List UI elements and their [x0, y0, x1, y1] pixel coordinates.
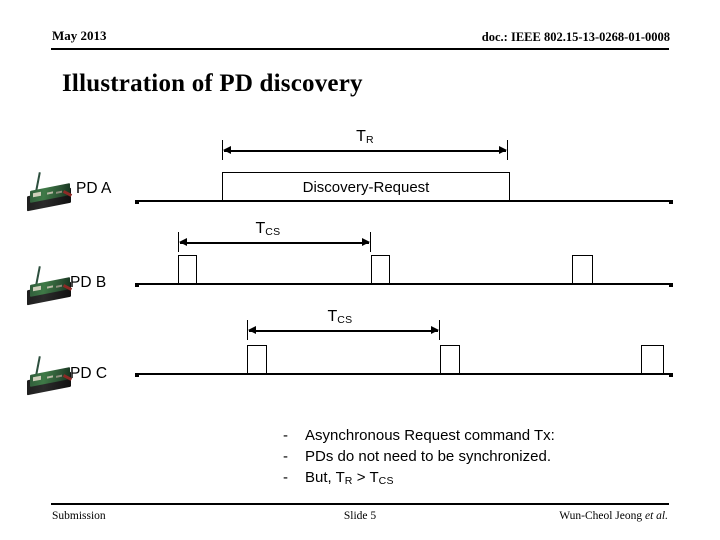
pd-b-timeline	[135, 282, 673, 287]
bullet-text-pre: But, T	[305, 469, 345, 486]
tcs-measure-label-b: TCS	[256, 220, 281, 238]
bullet-dash: -	[283, 448, 288, 465]
tcs-measure-arrow-c	[247, 320, 440, 340]
pd-b-pulse-1	[178, 255, 197, 284]
tr-measure-label: TR	[356, 128, 374, 146]
tcs-measure-arrow-b	[178, 232, 371, 252]
page-title: Illustration of PD discovery	[62, 70, 363, 97]
bullet-item-2: - PDs do not need to be synchronized.	[283, 446, 555, 467]
tcs-measure-label-c: TCS	[328, 308, 353, 326]
footer-submission: Submission	[52, 510, 106, 522]
pd-b-pulse-3	[572, 255, 593, 284]
footer-slide-number: Slide 5	[343, 510, 377, 522]
pd-a-timeline	[135, 199, 673, 204]
footer-author-etal: et al.	[645, 510, 668, 522]
tcs-measure-symbol: T	[327, 308, 338, 325]
tick-left	[178, 232, 179, 252]
bullet-item-3: - But, TR > TCS	[283, 467, 555, 490]
arrow-head-right-icon	[499, 146, 507, 154]
arrow-line	[224, 150, 506, 152]
bullet-dash: -	[283, 427, 288, 444]
arrow-head-left-icon	[179, 238, 187, 246]
tick-left	[222, 140, 223, 160]
tick-right	[507, 140, 508, 160]
discovery-request-box: Discovery-Request	[222, 172, 510, 202]
bullet-item-1: - Asynchronous Request command Tx:	[283, 425, 555, 446]
tcs-measure-subscript: CS	[265, 226, 281, 238]
tr-measure-symbol: T	[356, 128, 366, 145]
bullet-list: - Asynchronous Request command Tx: - PDs…	[283, 425, 555, 490]
bullet-text: Asynchronous Request command Tx:	[305, 427, 555, 444]
pd-a-label: PD A	[76, 180, 112, 197]
bullet-sub-tcs: CS	[378, 475, 394, 487]
tcs-measure-subscript: CS	[337, 314, 353, 326]
arrow-line	[180, 242, 369, 244]
pd-c-pulse-3	[641, 345, 664, 374]
pd-c-timeline	[135, 372, 673, 377]
arrow-head-left-icon	[248, 326, 256, 334]
bullet-text: But, TR > TCS	[305, 467, 394, 490]
arrow-line	[249, 330, 438, 332]
header-doc-id: doc.: IEEE 802.15-13-0268-01-0008	[481, 30, 670, 44]
arrow-head-right-icon	[431, 326, 439, 334]
pd-c-pulse-2	[440, 345, 460, 374]
footer-author-name: Wun-Cheol Jeong	[559, 510, 645, 522]
bullet-sub-tr: R	[344, 475, 353, 487]
pd-b-label: PD B	[70, 274, 107, 291]
tick-right	[370, 232, 371, 252]
tcs-measure-symbol: T	[255, 220, 266, 237]
pd-c-pulse-1	[247, 345, 267, 374]
arrow-head-left-icon	[223, 146, 231, 154]
tick-right	[439, 320, 440, 340]
tr-measure-subscript: R	[365, 134, 374, 146]
arrow-head-right-icon	[362, 238, 370, 246]
pd-b-pulse-2	[371, 255, 390, 284]
bullet-dash: -	[283, 469, 288, 486]
pd-c-label: PD C	[70, 365, 108, 382]
tick-left	[247, 320, 248, 340]
tr-measure-arrow	[222, 140, 508, 160]
header-date: May 2013	[52, 28, 107, 43]
bullet-text-mid: > T	[352, 469, 379, 486]
bullet-text: PDs do not need to be synchronized.	[305, 448, 551, 465]
footer-divider	[51, 503, 669, 505]
sensor-mote-icon	[24, 172, 80, 214]
discovery-request-label: Discovery-Request	[302, 178, 430, 196]
header-divider	[51, 48, 669, 50]
footer-author: Wun-Cheol Jeong et al.	[559, 510, 668, 522]
